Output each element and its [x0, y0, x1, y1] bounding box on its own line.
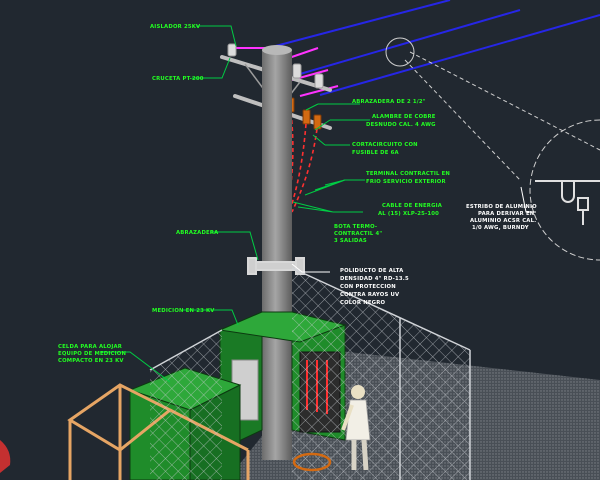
label-cortacircuito-2: FUSIBLE DE 6A: [352, 150, 400, 156]
label-medicion: MEDICION EN 23 KV: [152, 308, 215, 314]
aluminum-stirrup-detail: [535, 180, 600, 225]
worker-figure: [341, 385, 371, 471]
label-cruceta: CRUCETA PT-200: [152, 76, 204, 82]
label-abrazadera: ABRAZADERA DE 2 1/2": [352, 99, 426, 105]
insulators: [227, 43, 324, 89]
label-terminal-2: FRIO SERVICIO EXTERIOR: [366, 179, 446, 185]
detail-circle-large: [529, 119, 600, 261]
detail-circle-on-line: [385, 37, 415, 67]
label-bota-2: CONTRACTIL 4": [334, 231, 382, 237]
pole-top: [262, 45, 292, 55]
label-alambre-2: DESNUDO CAL. 4 AWG: [366, 122, 436, 128]
label-cable-2: AL (15) XLP-25-100: [378, 211, 439, 217]
detail-projection-lines: [404, 51, 600, 181]
label-celda-3: COMPACTO EN 23 KV: [58, 358, 124, 364]
label-celda-2: EQUIPO DE MEDICION: [58, 351, 126, 357]
label-terminal-1: TERMINAL CONTRACTIL EN: [366, 171, 450, 177]
label-poliducto-4: CONTRA RAYOS UV: [340, 292, 400, 298]
pole-clamp: [247, 257, 305, 275]
label-poliducto-5: COLOR NEGRO: [340, 300, 385, 306]
red-object-edge: [0, 440, 11, 473]
grounding-coil: [292, 452, 332, 472]
label-abrazadera-2: ABRAZADERA: [176, 230, 219, 236]
label-bota-3: 3 SALIDAS: [334, 238, 367, 244]
energy-cables: [287, 112, 318, 213]
label-celda-1: CELDA PARA ALOJAR: [58, 344, 122, 350]
label-estribo-1: ESTRIBO DE ALUMINIO: [466, 204, 537, 210]
label-aislador: AISLADOR 25KV: [150, 24, 201, 30]
label-estribo-4: 1/0 AWG, BURNDY: [472, 225, 529, 231]
label-poliducto-2: DENSIDAD 4" RD-13.5: [340, 276, 409, 282]
label-cortacircuito-1: CORTACIRCUITO CON: [352, 142, 418, 148]
estribo-leader: [520, 186, 536, 213]
label-estribo-3: ALUMINIO ACSR CAL.: [470, 218, 536, 224]
label-alambre-1: ALAMBRE DE COBRE: [372, 114, 436, 120]
label-cable-1: CABLE DE ENERGIA: [382, 203, 443, 209]
chain-link-fence: [149, 267, 471, 480]
label-poliducto-1: POLIDUCTO DE ALTA: [340, 268, 404, 274]
leader-lines: [100, 25, 370, 383]
label-bota-1: BOTA TERMO-: [334, 224, 377, 230]
poliducto-leader: [291, 263, 330, 273]
label-poliducto-3: CON PROTECCION: [340, 284, 396, 290]
concrete-pole: [262, 50, 292, 460]
label-estribo-2: PARA DERIVAR EN: [478, 211, 534, 217]
